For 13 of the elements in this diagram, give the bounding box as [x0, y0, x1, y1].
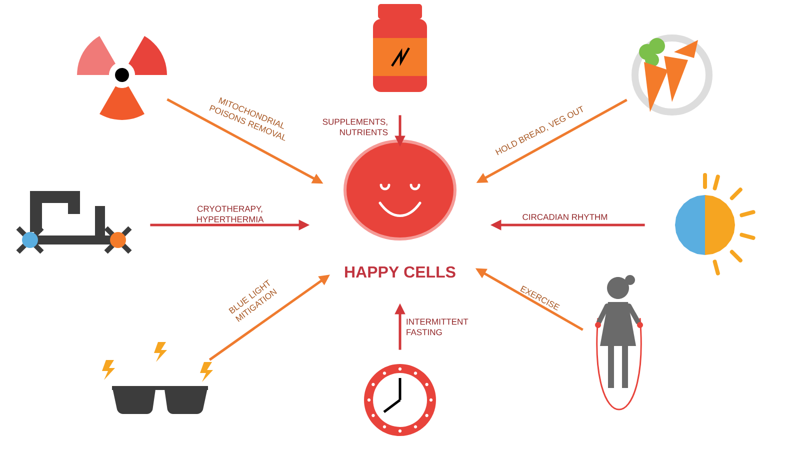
jar-icon — [373, 4, 427, 92]
jump-rope-person-icon — [595, 275, 643, 410]
sun-icon — [675, 173, 756, 276]
sunglasses-icon — [102, 342, 213, 414]
title-text: HAPPY CELLS — [345, 266, 456, 278]
edge-label: CRYOTHERAPY, HYPERTHERMIA — [197, 206, 264, 222]
edge-label: INTERMITTENT FASTING — [406, 318, 468, 336]
clock-icon — [364, 364, 436, 436]
radiation-icon — [77, 36, 167, 120]
carrot-icon — [632, 34, 712, 116]
faucet-icon — [16, 191, 132, 254]
edge-label: CIRCADIAN RHYTHM — [522, 214, 608, 220]
edge-label: SUPPLEMENTS, NUTRIENTS — [322, 118, 388, 136]
